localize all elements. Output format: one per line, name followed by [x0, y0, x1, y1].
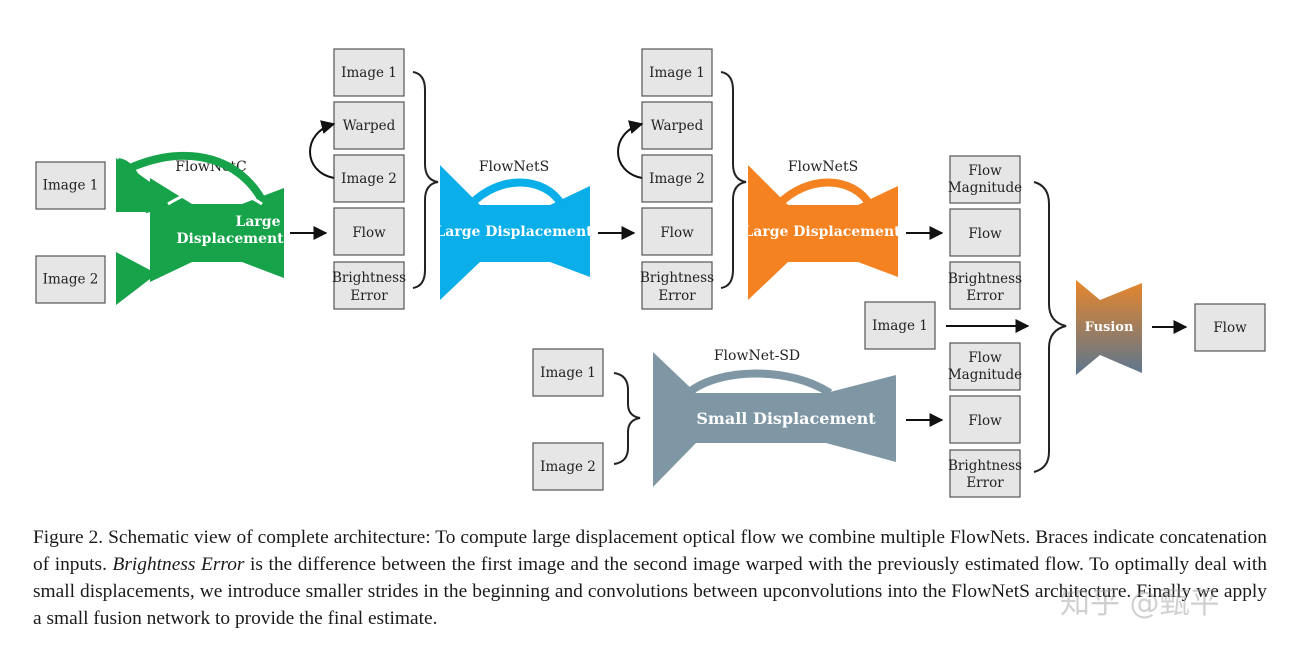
stage3-output-flow: Flow — [949, 208, 1021, 257]
flownets1-network: Large Displacement — [435, 165, 593, 300]
svg-text:Image 1: Image 1 — [43, 178, 99, 194]
sd-input-image1: Image 1 — [532, 348, 604, 397]
stage3-input-flow: Flow — [641, 207, 713, 256]
stage3-input-image1: Image 1 — [641, 48, 713, 97]
stage2-input-warped: Warped — [333, 101, 405, 150]
flownet-sd-label: FlowNet-SD — [714, 348, 800, 364]
sd-output-flow: Flow — [949, 395, 1021, 444]
svg-text:Small Displacement: Small Displacement — [696, 409, 876, 428]
sd-input-image2: Image 2 — [532, 442, 604, 491]
svg-text:Error: Error — [966, 288, 1004, 304]
svg-text:Warped: Warped — [343, 118, 396, 134]
flownets2-label: FlowNetS — [788, 159, 858, 175]
svg-text:Image 2: Image 2 — [540, 459, 596, 475]
architecture-diagram: Image 1 Image 2 FlowNetC Large Displacem… — [35, 48, 1266, 498]
svg-text:Large: Large — [236, 214, 281, 230]
caption-part1: Figure 2. Schematic view of complete arc… — [33, 527, 1267, 575]
stage3-output-flow-magnitude: Flow Magnitude — [948, 155, 1022, 204]
caption-part2: is the difference between the first imag… — [33, 554, 1267, 629]
svg-text:Error: Error — [658, 288, 696, 304]
svg-text:Brightness: Brightness — [640, 270, 714, 286]
svg-text:Brightness: Brightness — [948, 458, 1022, 474]
sd-output-brightness-error: Brightness Error — [948, 449, 1022, 498]
stage2-input-image2: Image 2 — [333, 154, 405, 203]
sd-concat-brace — [613, 372, 641, 465]
svg-text:Image 1: Image 1 — [872, 318, 928, 334]
flownet-sd-network: Small Displacement — [653, 352, 896, 487]
final-output-flow: Flow — [1194, 303, 1266, 352]
watermark: 知乎 @甄平 — [1060, 586, 1220, 621]
stage3-warp-arrow — [617, 120, 644, 179]
svg-text:Brightness: Brightness — [332, 270, 406, 286]
svg-text:Large Displacement: Large Displacement — [435, 224, 593, 240]
flownetc-network: Large Displacement — [116, 151, 284, 305]
stage2-input-flow: Flow — [333, 207, 405, 256]
stage1-input-image2: Image 2 — [35, 255, 106, 304]
svg-text:Flow: Flow — [352, 225, 386, 241]
stage2-warp-arrow — [309, 120, 336, 179]
svg-text:Image 1: Image 1 — [649, 65, 705, 81]
svg-text:Image 1: Image 1 — [540, 365, 596, 381]
svg-text:Image 2: Image 2 — [341, 171, 397, 187]
figure-caption: Figure 2. Schematic view of complete arc… — [33, 524, 1267, 632]
stage3-input-brightness-error: Brightness Error — [640, 261, 714, 310]
flownets1-label: FlowNetS — [479, 159, 549, 175]
svg-text:Fusion: Fusion — [1085, 320, 1134, 335]
stage2-concat-brace — [412, 71, 439, 289]
stage2-input-image1: Image 1 — [333, 48, 405, 97]
svg-text:Image 1: Image 1 — [341, 65, 397, 81]
stage3-output-brightness-error: Brightness Error — [948, 261, 1022, 310]
svg-text:Large Displacement: Large Displacement — [743, 224, 901, 240]
stage1-input-image1: Image 1 — [35, 161, 106, 210]
fusion-network: Fusion — [1076, 280, 1142, 375]
stage3-concat-brace — [720, 71, 747, 289]
svg-text:Magnitude: Magnitude — [948, 367, 1022, 383]
flownets2-network: Large Displacement — [743, 165, 901, 300]
svg-text:Error: Error — [350, 288, 388, 304]
stage3-input-image2: Image 2 — [641, 154, 713, 203]
svg-text:Flow: Flow — [1213, 320, 1247, 336]
fusion-input-image1: Image 1 — [864, 301, 936, 350]
sd-output-flow-magnitude: Flow Magnitude — [948, 342, 1022, 391]
svg-text:Flow: Flow — [968, 413, 1002, 429]
fusion-concat-brace — [1033, 181, 1067, 473]
svg-text:Image 2: Image 2 — [649, 171, 705, 187]
svg-text:Displacement: Displacement — [176, 231, 284, 247]
stage3-input-warped: Warped — [641, 101, 713, 150]
svg-text:Flow: Flow — [968, 350, 1002, 366]
caption-emphasis: Brightness Error — [112, 554, 245, 575]
svg-text:Image 2: Image 2 — [43, 272, 99, 288]
svg-text:Warped: Warped — [651, 118, 704, 134]
svg-text:Flow: Flow — [968, 163, 1002, 179]
svg-text:Error: Error — [966, 475, 1004, 491]
svg-text:Flow: Flow — [968, 226, 1002, 242]
svg-text:Brightness: Brightness — [948, 271, 1022, 287]
stage2-input-brightness-error: Brightness Error — [332, 261, 406, 310]
svg-text:Flow: Flow — [660, 225, 694, 241]
svg-text:Magnitude: Magnitude — [948, 180, 1022, 196]
